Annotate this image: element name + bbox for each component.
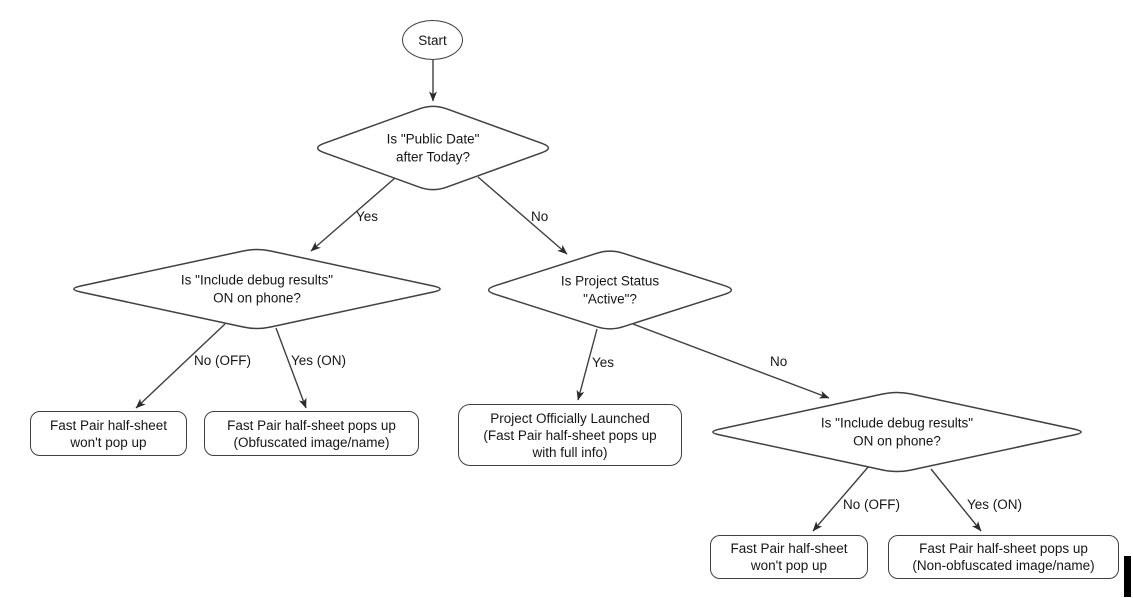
edge-label-yes-on-right: Yes (ON) — [967, 497, 1023, 512]
start-node-label: Start — [418, 32, 447, 48]
decision-public-date-label: Is "Public Date" after Today? — [386, 131, 480, 165]
decision-project-status-shape — [487, 250, 733, 330]
connector-status-yes-to-launched — [576, 328, 598, 401]
decision-debug-left-shape — [73, 248, 441, 330]
decision-debug-left-label: Is "Include debug results" ON on phone? — [180, 272, 334, 306]
connector-debugright-yeson-to-nonobfuscated — [930, 468, 982, 532]
decision-debug-right-label: Is "Include debug results" ON on phone? — [820, 415, 974, 449]
result-launched: Project Officially Launched (Fast Pair h… — [458, 404, 682, 466]
edge-label-yes-status: Yes — [592, 355, 615, 370]
decision-public-date-shape — [316, 105, 550, 191]
result-obfuscated: Fast Pair half-sheet pops up (Obfuscated… — [204, 411, 419, 456]
edge-label-no-status: No — [770, 354, 788, 369]
connector-publicdate-yes-to-debugleft — [310, 177, 396, 252]
edge-label-yes-on-left: Yes (ON) — [291, 353, 347, 368]
text-cursor-artifact — [1124, 556, 1131, 597]
result-non-obfuscated: Fast Pair half-sheet pops up (Non-obfusc… — [888, 535, 1119, 579]
edge-label-no-off-left: No (OFF) — [194, 353, 251, 368]
connector-debugleft-nooff-to-nopopup — [135, 323, 226, 409]
result-no-popup-right: Fast Pair half-sheet won't pop up — [710, 535, 868, 579]
decision-project-status-label: Is Project Status "Active"? — [560, 273, 660, 307]
connector-debugright-nooff-to-nopopup — [812, 465, 870, 532]
edge-label-yes-public: Yes — [356, 209, 379, 224]
connector-debugleft-yeson-to-obfuscated — [275, 327, 307, 409]
edge-label-no-public: No — [531, 209, 549, 224]
connector-status-no-to-debugright — [632, 323, 830, 399]
start-node: Start — [402, 20, 463, 60]
connector-publicdate-no-to-status — [477, 176, 568, 255]
edge-label-no-off-right: No (OFF) — [843, 497, 900, 512]
result-no-popup-left: Fast Pair half-sheet won't pop up — [30, 411, 187, 456]
decision-debug-right-shape — [712, 391, 1082, 473]
